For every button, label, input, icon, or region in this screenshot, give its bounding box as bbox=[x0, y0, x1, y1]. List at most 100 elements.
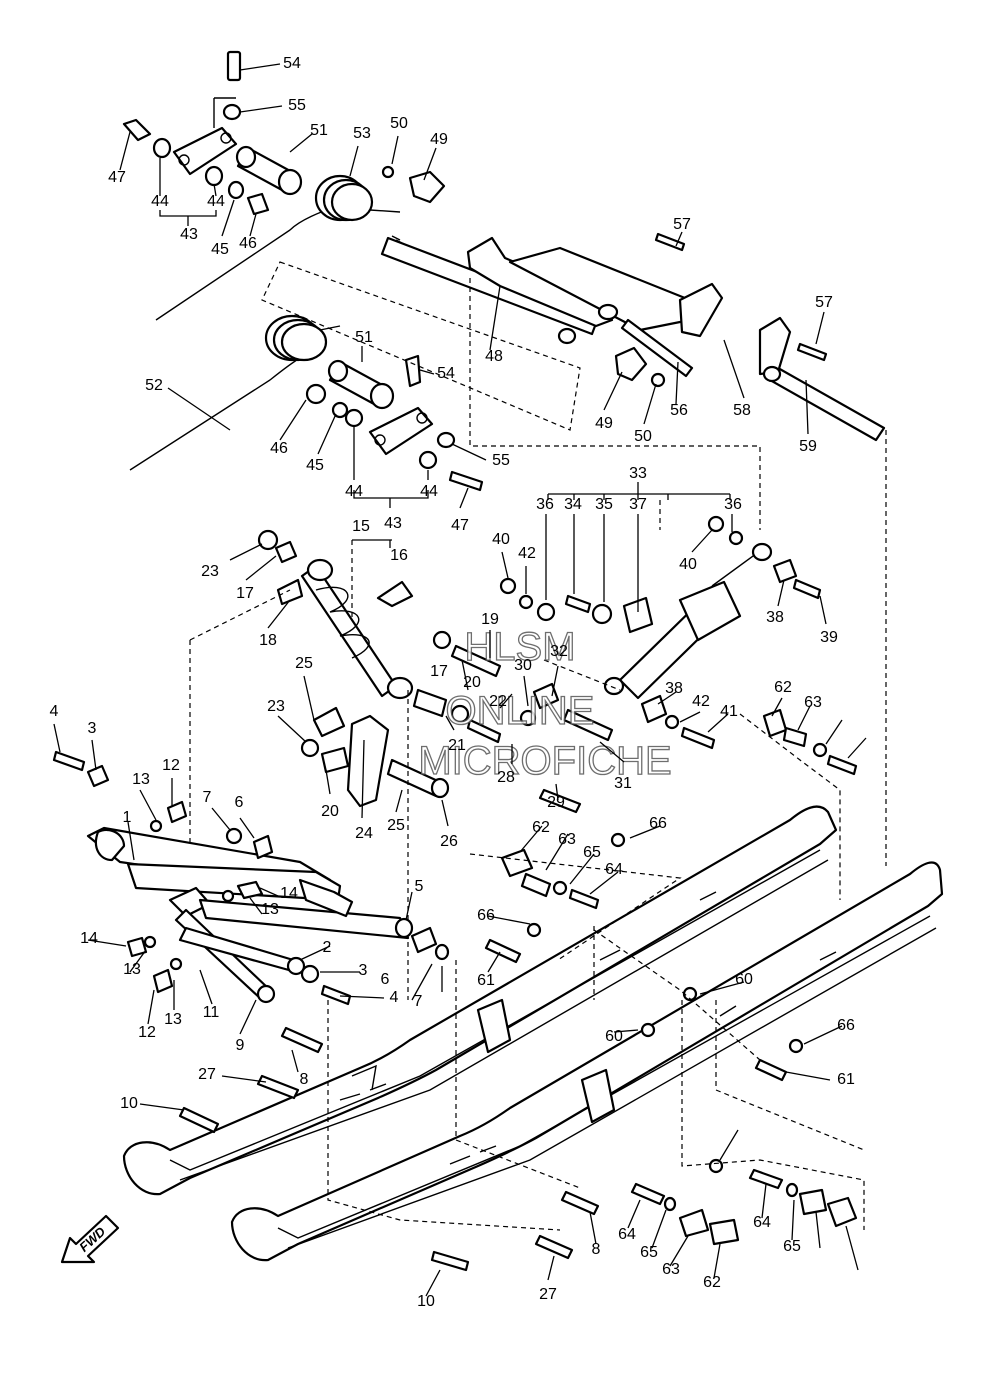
callout-65: 65 bbox=[783, 1238, 801, 1255]
callout-11: 11 bbox=[203, 1004, 220, 1021]
callout-16: 16 bbox=[390, 547, 408, 564]
callout-22: 22 bbox=[489, 693, 507, 710]
slide-rail-upper bbox=[122, 805, 838, 1196]
rear-shock-15 bbox=[300, 558, 414, 700]
callout-3: 3 bbox=[88, 720, 97, 737]
callout-49: 49 bbox=[595, 415, 613, 432]
callout-24: 24 bbox=[355, 825, 373, 842]
callout-60: 60 bbox=[605, 1028, 623, 1045]
callout-47: 47 bbox=[451, 517, 469, 534]
callout-40: 40 bbox=[679, 556, 697, 573]
callout-29: 29 bbox=[547, 794, 565, 811]
callout-43: 43 bbox=[384, 515, 402, 532]
front-swing-arm-1 bbox=[86, 826, 414, 1004]
callout-51: 51 bbox=[355, 329, 373, 346]
callout-14: 14 bbox=[80, 930, 98, 947]
callout-25: 25 bbox=[295, 655, 313, 672]
callout-65: 65 bbox=[640, 1244, 658, 1261]
callout-17: 17 bbox=[236, 585, 254, 602]
callout-6: 6 bbox=[381, 971, 390, 988]
callout-55: 55 bbox=[288, 97, 306, 114]
callout-44: 44 bbox=[345, 483, 363, 500]
shock-hardware bbox=[257, 515, 858, 814]
callout-41: 41 bbox=[720, 703, 738, 720]
callout-7: 7 bbox=[203, 789, 212, 806]
callout-44: 44 bbox=[151, 193, 169, 210]
watermark-line-3: MICROFICHE bbox=[418, 739, 671, 783]
torsion-spring-52 bbox=[129, 314, 341, 471]
callout-18: 18 bbox=[259, 632, 277, 649]
callout-62: 62 bbox=[703, 1274, 721, 1291]
callout-51: 51 bbox=[310, 122, 328, 139]
callout-63: 63 bbox=[558, 831, 576, 848]
callout-13: 13 bbox=[132, 771, 150, 788]
callout-40: 40 bbox=[492, 531, 510, 548]
callout-labels: 1233445667788910101112121313131314141516… bbox=[50, 55, 855, 1310]
callout-59: 59 bbox=[799, 438, 817, 455]
callout-10: 10 bbox=[417, 1293, 435, 1310]
callout-14: 14 bbox=[280, 885, 298, 902]
fwd-arrow-icon: FWD bbox=[60, 1214, 120, 1264]
slide-rail-lower bbox=[230, 861, 944, 1262]
callout-25: 25 bbox=[387, 817, 405, 834]
callout-64: 64 bbox=[605, 861, 623, 878]
callout-48: 48 bbox=[485, 348, 503, 365]
callout-54: 54 bbox=[437, 365, 455, 382]
shock-absorber-33 bbox=[603, 542, 773, 700]
callout-63: 63 bbox=[662, 1261, 680, 1278]
callout-19: 19 bbox=[481, 611, 499, 628]
callout-54: 54 bbox=[283, 55, 301, 72]
callout-5: 5 bbox=[415, 878, 424, 895]
callout-8: 8 bbox=[300, 1071, 309, 1088]
callout-64: 64 bbox=[753, 1214, 771, 1231]
leader-lines bbox=[53, 63, 867, 1297]
callout-10: 10 bbox=[120, 1095, 138, 1112]
callout-36: 36 bbox=[536, 496, 554, 513]
callout-44: 44 bbox=[207, 193, 225, 210]
callout-2: 2 bbox=[323, 939, 332, 956]
callout-31: 31 bbox=[614, 775, 632, 792]
callout-34: 34 bbox=[564, 496, 582, 513]
callout-28: 28 bbox=[497, 769, 515, 786]
front-arm-hardware bbox=[52, 750, 450, 1006]
callout-30: 30 bbox=[514, 657, 532, 674]
callout-9: 9 bbox=[236, 1037, 245, 1054]
callout-27: 27 bbox=[198, 1066, 216, 1083]
callout-53: 53 bbox=[353, 125, 371, 142]
callout-15: 15 bbox=[352, 518, 370, 535]
callout-13: 13 bbox=[261, 901, 279, 918]
callout-57: 57 bbox=[673, 216, 691, 233]
callout-66: 66 bbox=[649, 815, 667, 832]
callout-66: 66 bbox=[837, 1017, 855, 1034]
callout-36: 36 bbox=[724, 496, 742, 513]
arm-43-upper bbox=[172, 97, 238, 176]
callout-62: 62 bbox=[774, 679, 792, 696]
callout-12: 12 bbox=[162, 757, 180, 774]
callout-13: 13 bbox=[123, 961, 141, 978]
torsion-spring-53 bbox=[155, 174, 401, 321]
callout-4: 4 bbox=[390, 989, 399, 1006]
callout-20: 20 bbox=[321, 803, 339, 820]
callout-33: 33 bbox=[629, 465, 647, 482]
callout-61: 61 bbox=[477, 972, 495, 989]
callout-62: 62 bbox=[532, 819, 550, 836]
callout-23: 23 bbox=[267, 698, 285, 715]
callout-46: 46 bbox=[270, 440, 288, 457]
callout-20: 20 bbox=[463, 674, 481, 691]
callout-37: 37 bbox=[629, 496, 647, 513]
callout-56: 56 bbox=[670, 402, 688, 419]
callout-21: 21 bbox=[448, 737, 466, 754]
callout-7: 7 bbox=[414, 993, 423, 1010]
callout-47: 47 bbox=[108, 169, 126, 186]
callout-50: 50 bbox=[634, 428, 652, 445]
arm-43-lower bbox=[368, 406, 434, 456]
callout-12: 12 bbox=[138, 1024, 156, 1041]
callout-49: 49 bbox=[430, 131, 448, 148]
callout-3: 3 bbox=[359, 962, 368, 979]
collar-51-lower bbox=[327, 359, 395, 410]
callout-46: 46 bbox=[239, 235, 257, 252]
callout-44: 44 bbox=[420, 483, 438, 500]
watermark: HLSM ONLINE MICROFICHE bbox=[418, 624, 673, 783]
callout-43: 43 bbox=[180, 226, 198, 243]
